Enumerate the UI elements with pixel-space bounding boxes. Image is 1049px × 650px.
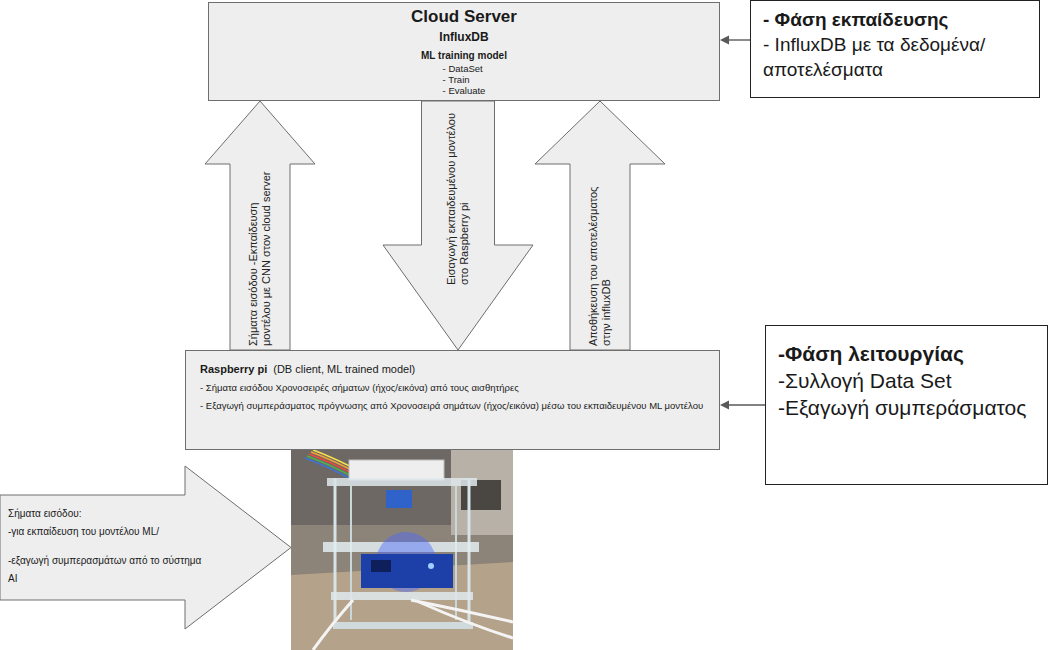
arrow-head xyxy=(720,401,729,410)
text-group: -Φάση λειτουργίας -Συλλογή Data Set -Εξαγω… xyxy=(778,340,1035,421)
block-arrow xyxy=(383,101,533,350)
device-photo xyxy=(291,450,513,650)
connector-line xyxy=(728,39,750,40)
text-line: - Εξαγωγή συμπεράσματος πρόγνωσης από Χρ… xyxy=(200,395,705,413)
server-box: Cloud ServerInfluxDB ML training model - D… xyxy=(208,2,720,101)
text-line: -Φάση λειτουργίας xyxy=(778,340,1035,367)
block-arrow-shape xyxy=(535,101,665,350)
text-line: Cloud Server xyxy=(217,6,711,27)
bullet-text: - Εξαγωγή συμπεράσματος πρόγνωσης από Χρ… xyxy=(200,400,703,411)
note-text: -Εξαγωγή συμπεράσματος xyxy=(778,396,1026,419)
edge-label: Εισαγωγή εκπαιδευμένου μοντέλου στο Rasp… xyxy=(445,105,471,285)
arrow-head xyxy=(720,36,729,45)
text-line: - Φάση εκπαίδευσης xyxy=(763,7,1027,32)
text-line: -Συλλογή Data Set xyxy=(778,367,1035,394)
text-line: Σήματα εισόδου: xyxy=(8,503,213,521)
note-text: - InfluxDB με τα δεδομένα/αποτελέσματα xyxy=(763,34,985,80)
block-arrow-shape xyxy=(383,101,533,350)
database-name: InfluxDB xyxy=(439,30,488,44)
text-group: Raspberry pi (DB client, ML trained model… xyxy=(200,359,705,413)
connector-arrow xyxy=(720,401,765,410)
edge-label: Αποθήκευση του αποτελέσματος στην influx… xyxy=(587,168,613,346)
block-arrow xyxy=(205,101,315,350)
block-arrow-outline xyxy=(0,465,292,630)
text-line: InfluxDB xyxy=(217,27,711,45)
note-heading: -Φάση λειτουργίας xyxy=(778,342,964,365)
arrow-text: -για εκπαίδευση του μοντέλου ML/ xyxy=(8,526,159,537)
text-line: -Εξαγωγή συμπεράσματος xyxy=(778,394,1035,421)
bullet-text: - Evaluate xyxy=(443,85,486,96)
text-line: Raspberry pi (DB client, ML trained model… xyxy=(200,359,705,377)
block-arrow-shape xyxy=(205,101,315,350)
text-line: - Σήματα εισόδου Χρονοσειρές σήματων (ήχ… xyxy=(200,377,705,395)
text-line: ML training model xyxy=(217,45,711,63)
connector-line xyxy=(728,404,765,405)
block-arrow xyxy=(0,466,291,629)
bullet-text: - DataSet xyxy=(443,63,486,74)
connector-arrow xyxy=(720,36,750,45)
note-text: -Συλλογή Data Set xyxy=(778,369,952,392)
phase-note: -Φάση λειτουργίας -Συλλογή Data Set -Εξαγω… xyxy=(765,325,1048,485)
text-line: - DataSet- Train- Evaluate xyxy=(217,63,711,98)
arrow-text: -εξαγωγή συμπερασμάτων από το σύστημα AI xyxy=(8,555,201,584)
device-box: Raspberry pi (DB client, ML trained model… xyxy=(185,350,720,450)
bullet-text: - Σήματα εισόδου Χρονοσειρές σήματων (ήχ… xyxy=(200,382,519,393)
box-subheading: ML training model xyxy=(421,50,507,61)
text-group: Σήματα εισόδου: -για εκπαίδευση του μοντέ… xyxy=(8,503,213,586)
text-group: Cloud ServerInfluxDB ML training model - D… xyxy=(217,6,711,98)
text-line: -για εκπαίδευση του μοντέλου ML/ xyxy=(8,521,213,539)
box-heading: Raspberry pi xyxy=(200,363,267,375)
text-line: -εξαγωγή συμπερασμάτων από το σύστημα AI xyxy=(8,550,213,586)
phase-note: - Φάση εκπαίδευσης - InfluxDB με τα δεδομ… xyxy=(750,0,1040,98)
block-arrow xyxy=(535,101,665,350)
edge-label: Σήματα εισόδου -Εκπαίδευση μοντέλου με C… xyxy=(247,168,273,346)
box-heading: (DB client, ML trained model) xyxy=(273,363,415,375)
bullet-text: - Train xyxy=(443,74,486,85)
note-heading: - Φάση εκπαίδευσης xyxy=(763,9,948,30)
text-line: - InfluxDB με τα δεδομένα/αποτελέσματα xyxy=(763,32,1027,82)
arrow-text: Σήματα εισόδου: xyxy=(8,508,81,519)
text-group: - Φάση εκπαίδευσης - InfluxDB με τα δεδομ… xyxy=(763,7,1027,82)
input-arrow: Σήματα εισόδου: -για εκπαίδευση του μοντέ… xyxy=(0,465,292,630)
box-heading: Cloud Server xyxy=(411,7,517,26)
text-list: - DataSet- Train- Evaluate xyxy=(443,63,486,96)
